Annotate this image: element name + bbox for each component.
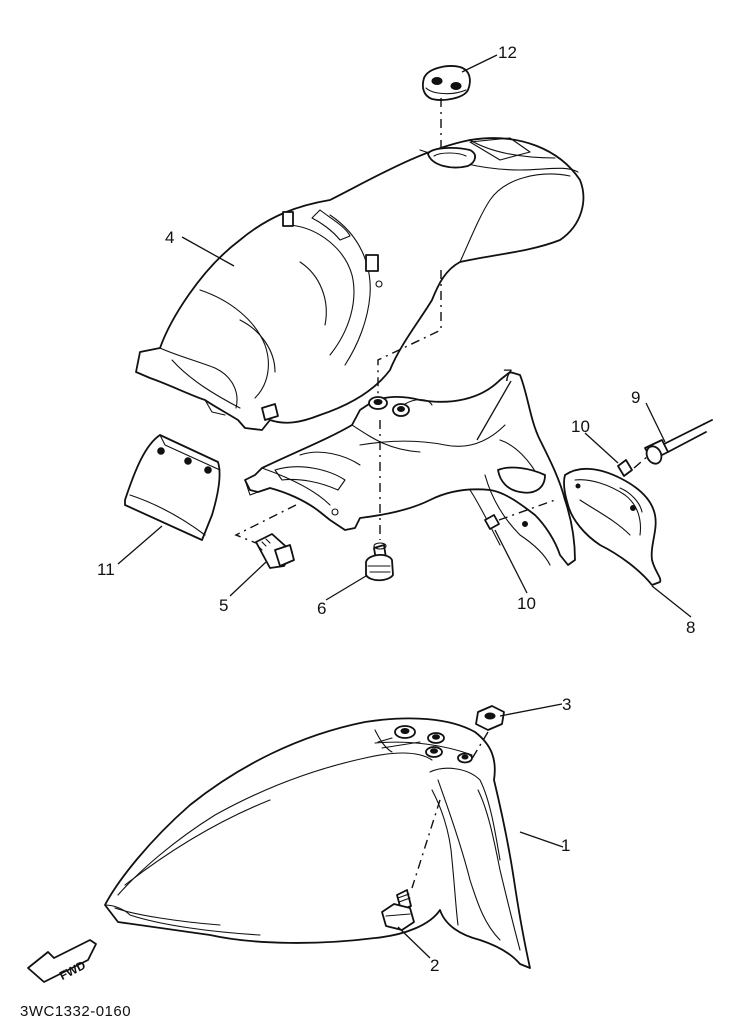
part-4-rear-fender[interactable]: [135, 137, 585, 431]
part-10-washer-lower[interactable]: [484, 514, 500, 530]
callout-10-upper: 10: [571, 417, 590, 436]
callout-11: 11: [97, 560, 115, 579]
part-10-washer-upper[interactable]: [617, 459, 633, 477]
part-1-front-fender[interactable]: [104, 717, 531, 969]
part-5-bolt[interactable]: [255, 533, 295, 569]
part-7-fender-stay[interactable]: [244, 371, 576, 566]
part-2-bolt[interactable]: [381, 889, 415, 931]
part-11-mud-flap[interactable]: [124, 434, 221, 541]
callout-3: 3: [562, 695, 571, 714]
part-12-grommet[interactable]: [421, 65, 471, 101]
part-3-nut[interactable]: [475, 705, 505, 731]
callout-6: 6: [317, 599, 326, 618]
part-6-bolt[interactable]: [365, 542, 394, 582]
callout-1: 1: [561, 836, 570, 855]
callout-12: 12: [498, 43, 517, 62]
forward-arrow-icon: FWD: [27, 939, 97, 983]
callout-8: 8: [686, 618, 695, 637]
callout-4: 4: [165, 228, 174, 247]
part-9-rivet[interactable]: [644, 419, 713, 466]
drawing-code: 3WC1332-0160: [20, 1003, 131, 1020]
callout-7: 7: [503, 366, 512, 385]
part-8-side-cover[interactable]: [563, 468, 662, 586]
callout-9: 9: [631, 388, 640, 407]
callout-5: 5: [219, 596, 228, 615]
callout-2: 2: [430, 956, 439, 975]
callout-10-lower: 10: [517, 594, 536, 613]
